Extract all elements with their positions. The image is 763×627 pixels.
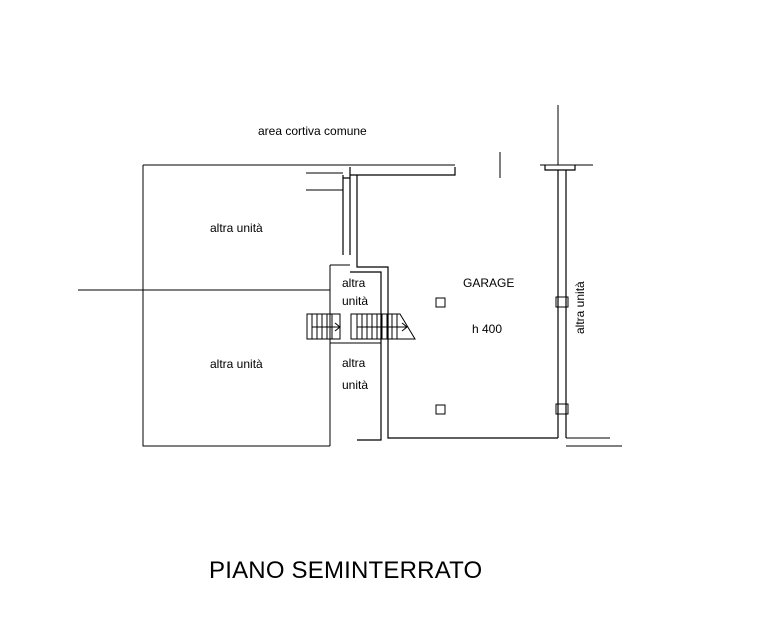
right-column-marker-1 bbox=[555, 296, 569, 308]
label-unit-mid-bottom-1: altra bbox=[342, 356, 366, 370]
label-unit-mid-bottom-2: unità bbox=[342, 378, 368, 392]
walls bbox=[78, 105, 622, 447]
label-unit-top-left: altra unità bbox=[210, 221, 263, 235]
garage-pillar-2 bbox=[435, 404, 446, 415]
stair-left-arrow bbox=[312, 322, 341, 332]
garage-pillar-1 bbox=[435, 297, 446, 308]
label-garage-height: h 400 bbox=[472, 322, 502, 336]
label-common-area: area cortiva comune bbox=[258, 124, 367, 138]
corridor-wall bbox=[342, 175, 351, 255]
right-wall bbox=[557, 170, 567, 438]
garage-top-wall bbox=[349, 167, 456, 176]
label-unit-right: altra unità bbox=[573, 281, 587, 334]
notch-top bbox=[306, 172, 343, 191]
label-unit-mid-top-1: altra bbox=[342, 276, 366, 290]
stair-right bbox=[350, 313, 416, 340]
stair-right-arrow bbox=[357, 322, 408, 332]
right-column-marker-2 bbox=[555, 403, 569, 415]
garage-left-wall-inner bbox=[350, 271, 382, 441]
label-unit-mid-top-2: unità bbox=[342, 294, 368, 308]
labels: area cortiva comune altra unità altra un… bbox=[209, 124, 587, 584]
right-wall-top bbox=[544, 165, 576, 171]
garage-left-wall bbox=[356, 175, 558, 439]
plan-title: PIANO SEMINTERRATO bbox=[209, 557, 482, 584]
boundary-bottom-right bbox=[566, 437, 622, 447]
stairs bbox=[306, 313, 416, 340]
left-block-outline bbox=[142, 164, 455, 447]
label-garage: GARAGE bbox=[463, 276, 514, 290]
label-unit-bottom-left: altra unità bbox=[210, 357, 263, 371]
